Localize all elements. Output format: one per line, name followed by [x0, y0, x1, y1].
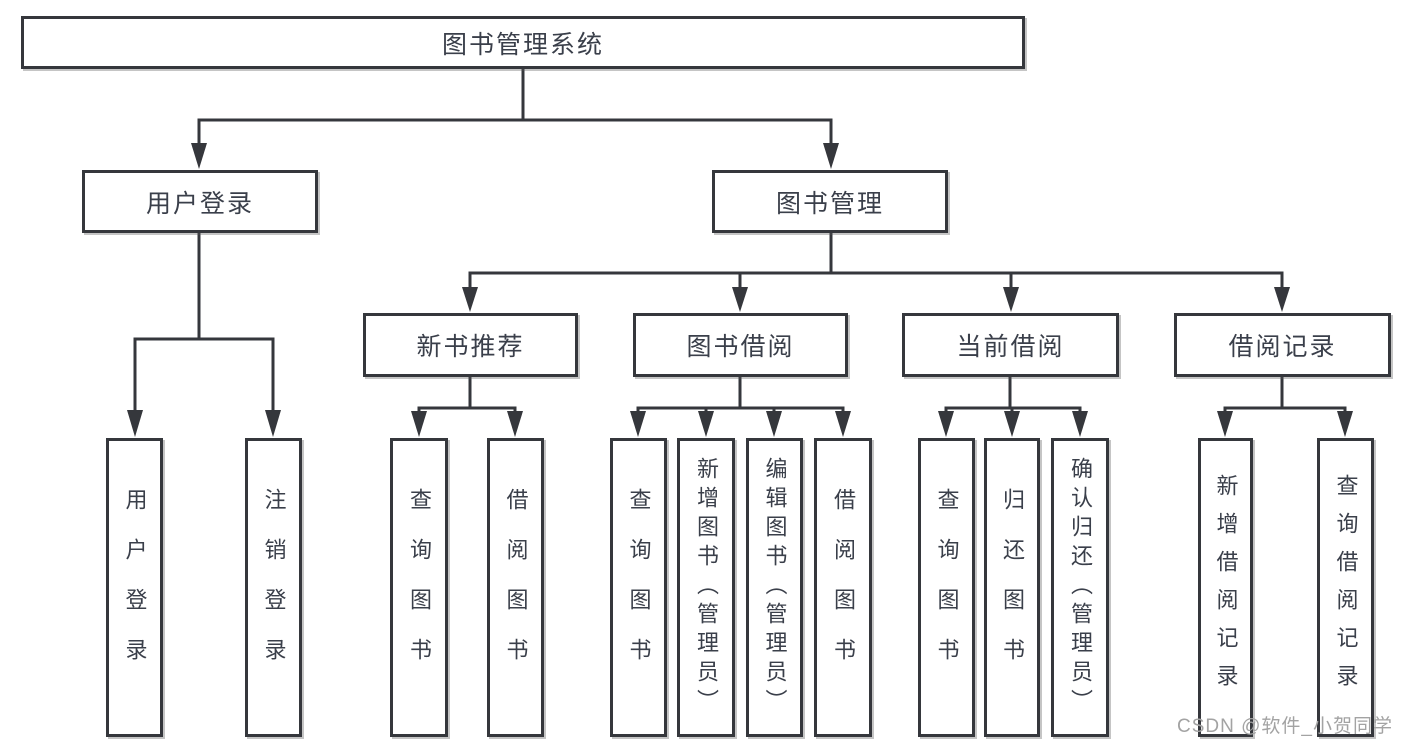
leaf-logout-login: 注销登录	[245, 438, 302, 737]
leaf-borrow-books: 借阅图书	[814, 438, 872, 737]
leaf-label: 查询借阅记录	[1333, 473, 1359, 702]
leaf-label: 查询图书	[934, 487, 960, 688]
node-root-library-system: 图书管理系统	[21, 16, 1025, 69]
node-current-borrow: 当前借阅	[902, 313, 1119, 377]
node-label: 新书推荐	[416, 333, 525, 361]
leaf-label: 查询图书	[407, 487, 432, 688]
leaf-query-books-recommend: 查询图书	[390, 438, 448, 737]
node-borrow-records: 借阅记录	[1174, 313, 1391, 377]
node-user-login: 用户登录	[82, 170, 318, 233]
leaf-label: 用户登录	[122, 487, 148, 688]
node-label: 当前借阅	[956, 333, 1065, 361]
node-book-management: 图书管理	[712, 170, 948, 233]
leaf-query-books-borrow: 查询图书	[610, 438, 667, 737]
leaf-add-book-admin: 新增图书（管理员）	[677, 438, 735, 737]
leaf-label: 确认归还（管理员）	[1068, 457, 1093, 718]
leaf-label: 编辑图书（管理员）	[762, 457, 788, 718]
csdn-watermark: CSDN @软件_小贺同学	[1177, 716, 1393, 737]
leaf-label: 借阅图书	[831, 487, 856, 688]
leaf-confirm-return-admin: 确认归还（管理员）	[1051, 438, 1109, 737]
node-label: 图书管理	[775, 189, 884, 218]
leaf-label: 注销登录	[261, 487, 287, 688]
node-label: 图书借阅	[686, 333, 795, 361]
leaf-query-books-current: 查询图书	[918, 438, 975, 737]
leaf-label: 查询图书	[626, 487, 652, 688]
leaf-edit-book-admin: 编辑图书（管理员）	[746, 438, 803, 737]
leaf-query-borrow-record: 查询借阅记录	[1317, 438, 1374, 737]
leaf-label: 新增图书（管理员）	[694, 457, 719, 718]
node-book-borrow: 图书借阅	[633, 313, 848, 377]
leaf-borrow-books-recommend: 借阅图书	[487, 438, 544, 737]
node-label: 借阅记录	[1228, 333, 1337, 361]
leaf-label: 新增借阅记录	[1213, 473, 1239, 702]
node-new-book-recommend: 新书推荐	[363, 313, 578, 377]
leaf-add-borrow-record: 新增借阅记录	[1198, 438, 1253, 737]
leaf-return-book: 归还图书	[984, 438, 1040, 737]
leaf-user-login: 用户登录	[106, 438, 163, 737]
node-label: 用户登录	[145, 189, 254, 218]
node-label: 图书管理系统	[441, 30, 604, 59]
leaf-label: 借阅图书	[503, 487, 529, 688]
leaf-label: 归还图书	[1000, 487, 1025, 688]
